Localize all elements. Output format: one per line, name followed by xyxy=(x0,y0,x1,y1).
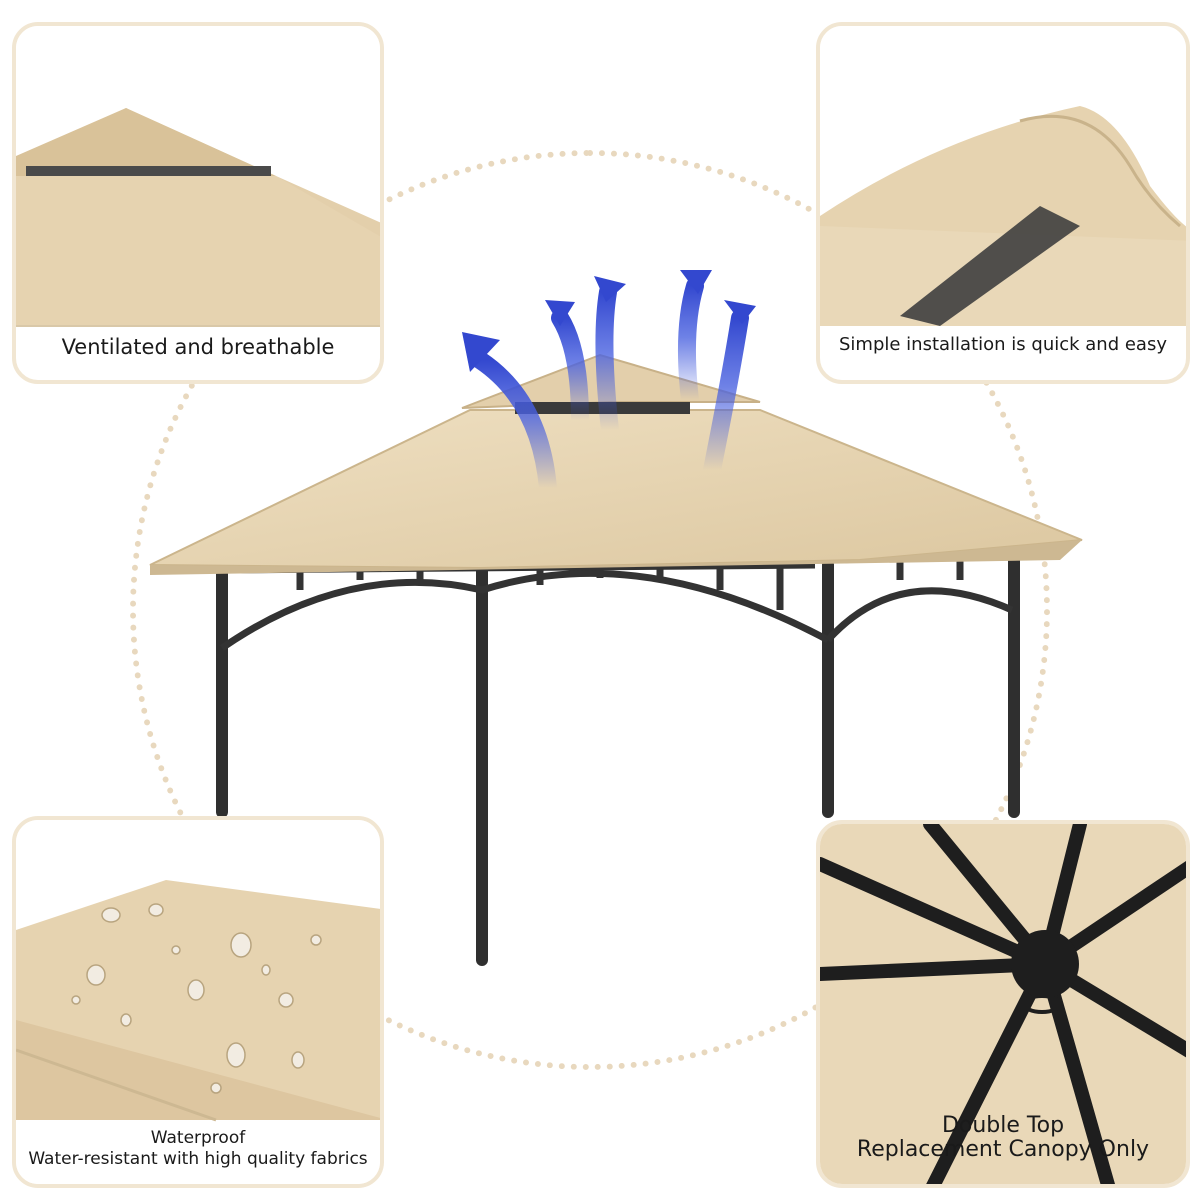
caption-waterproof-title: Waterproof xyxy=(150,1128,246,1148)
caption-waterproof-subtitle: Water-resistant with high quality fabric… xyxy=(28,1149,368,1169)
panel-waterproof: Waterproof Water-resistant with high qua… xyxy=(12,816,384,1188)
vented-roof-closeup-image xyxy=(16,26,380,327)
caption-double-top-title: Double Top xyxy=(941,1113,1065,1138)
caption-double-top-subtitle: Replacement Canopy Only xyxy=(856,1137,1150,1162)
panel-installation: Simple installation is quick and easy xyxy=(816,22,1190,384)
airflow-arrows xyxy=(471,277,749,497)
panel-double-top: Double Top Replacement Canopy Only xyxy=(816,820,1190,1188)
panel-ventilated: Ventilated and breathable xyxy=(12,22,384,384)
decorative-dotted-circle xyxy=(130,150,1050,1070)
caption-waterproof: Waterproof Water-resistant with high qua… xyxy=(16,1128,380,1170)
caption-ventilated: Ventilated and breathable xyxy=(61,335,335,359)
water-droplets-fabric-image xyxy=(16,820,380,1184)
caption-double-top: Double Top Replacement Canopy Only xyxy=(820,1114,1186,1162)
canopy-pocket-closeup-image xyxy=(820,26,1186,326)
gazebo-frame xyxy=(216,539,1020,966)
caption-installation: Simple installation is quick and easy xyxy=(839,334,1167,355)
frame-underside-view-image xyxy=(820,824,1186,1184)
